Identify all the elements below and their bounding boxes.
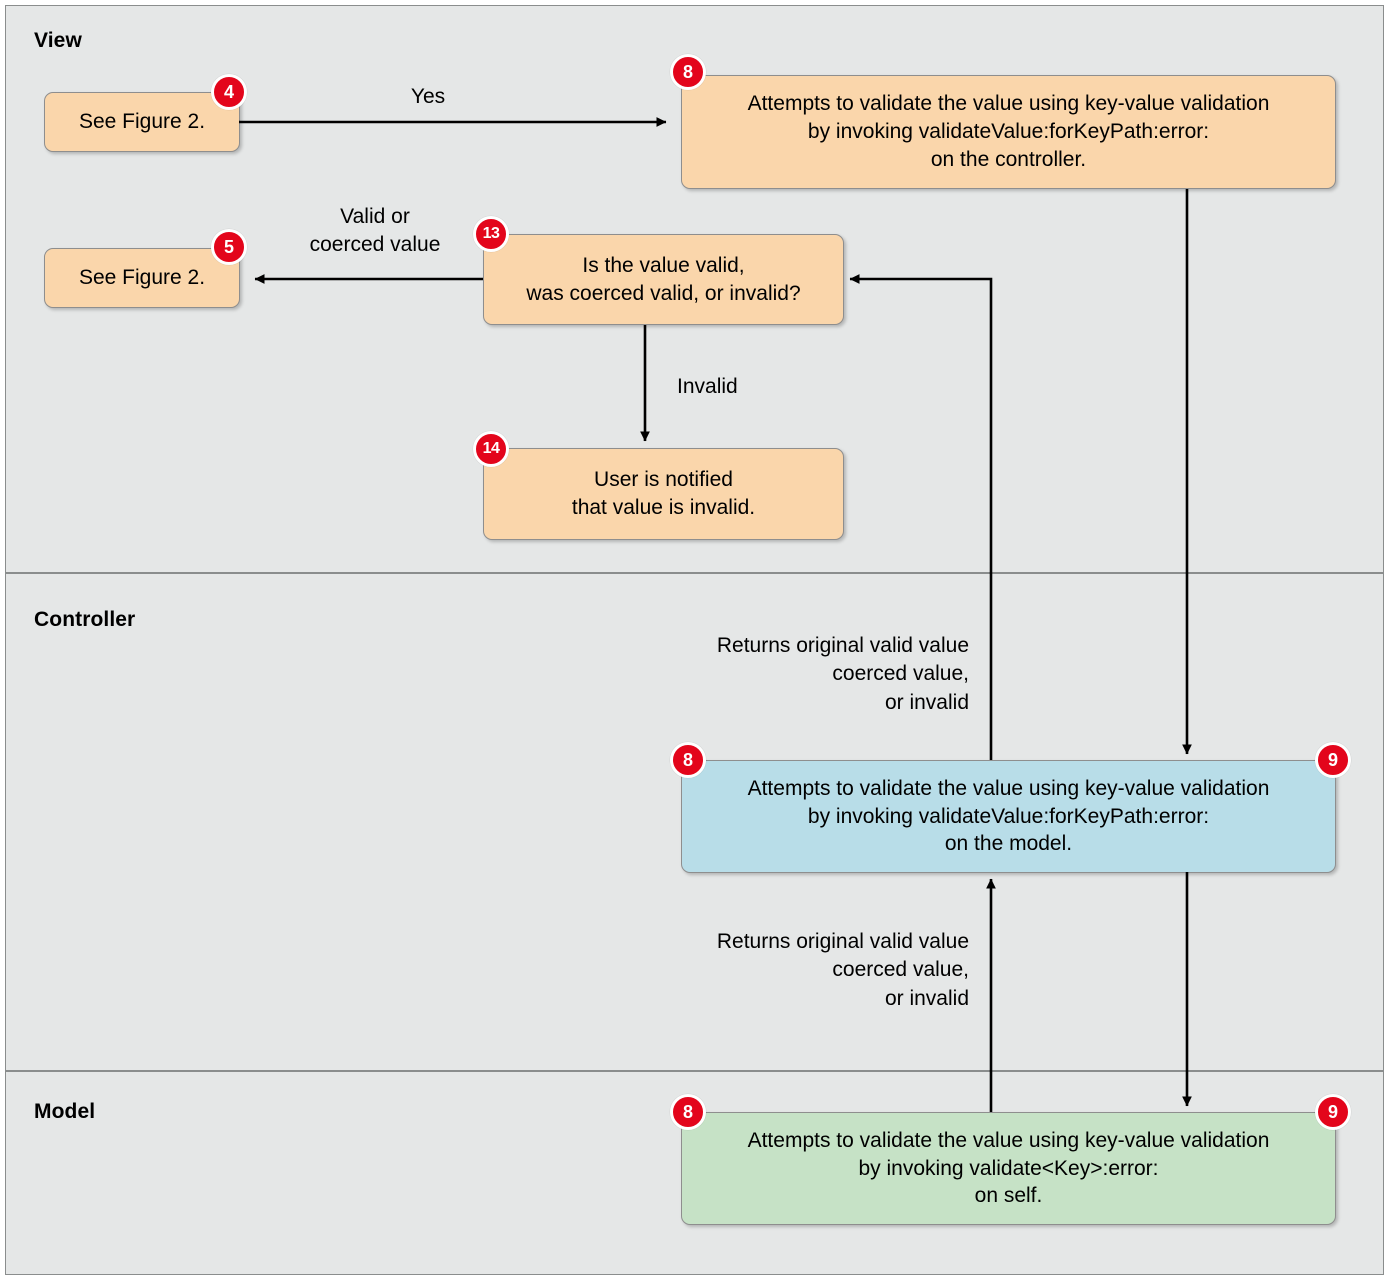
edge-label-invalid: Invalid	[677, 375, 738, 398]
badge-step-5: 5	[211, 229, 247, 265]
node-validate-controller[interactable]: Attempts to validate the value using key…	[681, 75, 1336, 189]
node-see-figure-top[interactable]: See Figure 2.	[44, 92, 240, 152]
edge-label-valid-or-coerced: Valid or coerced value	[309, 205, 441, 257]
badge-step-8-view: 8	[670, 54, 706, 90]
lane-label-controller: Controller	[34, 608, 136, 631]
node-see-figure-bottom[interactable]: See Figure 2.	[44, 248, 240, 308]
edge-label-returns-to-view: Returns original valid value coerced val…	[716, 634, 969, 714]
node-is-value-valid[interactable]: Is the value valid, was coerced valid, o…	[483, 234, 844, 325]
badge-step-14: 14	[473, 431, 509, 467]
badge-step-13: 13	[473, 216, 509, 252]
badge-step-9-controller: 9	[1315, 742, 1351, 778]
edge-label-yes: Yes	[410, 85, 446, 108]
lane-label-view: View	[34, 29, 82, 52]
badge-step-9-model: 9	[1315, 1094, 1351, 1130]
node-validate-model[interactable]: Attempts to validate the value using key…	[681, 760, 1336, 873]
node-user-notified[interactable]: User is notified that value is invalid.	[483, 448, 844, 540]
badge-step-8-controller: 8	[670, 742, 706, 778]
lane-label-model: Model	[34, 1100, 96, 1123]
node-validate-self[interactable]: Attempts to validate the value using key…	[681, 1112, 1336, 1225]
badge-step-8-model: 8	[670, 1094, 706, 1130]
badge-step-4: 4	[211, 74, 247, 110]
edge-label-returns-to-controller: Returns original valid value coerced val…	[716, 930, 969, 1010]
